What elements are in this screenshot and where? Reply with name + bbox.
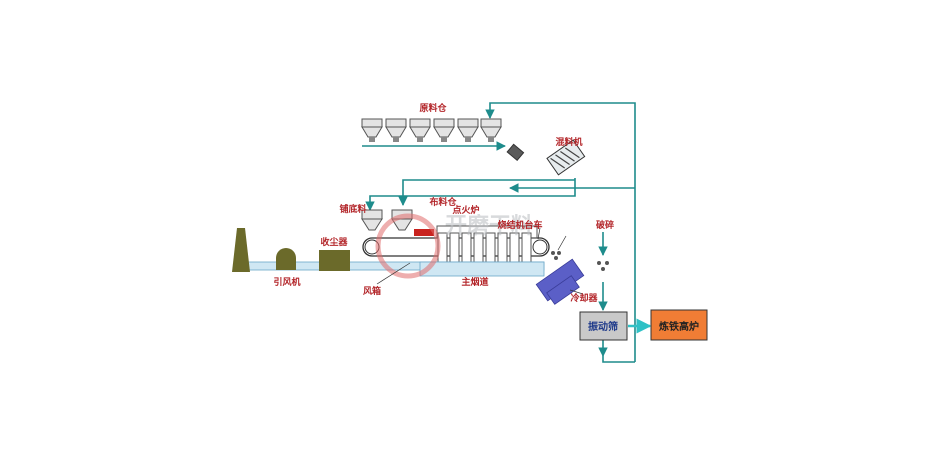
crusher-right-icon [597, 261, 609, 271]
dust-collector [319, 250, 350, 271]
sinter-trolley-label: 烧结机台车 [497, 219, 542, 231]
main-flue-label: 主烟道 [461, 276, 488, 288]
raw-bin-4 [433, 118, 455, 138]
mixer-to-feed [365, 178, 576, 211]
vibrating-screen-box [579, 311, 628, 341]
watermark-text: 开磨干料 [445, 214, 533, 239]
raw-bin-6 [480, 118, 502, 138]
blast-furnace-label: 炼铁高炉 [659, 320, 699, 333]
leader-lines [376, 227, 584, 295]
raw-bin-2 [385, 118, 407, 138]
raw-material-bins [361, 118, 502, 138]
raw-bin-1 [361, 118, 383, 138]
blast-furnace-box [650, 309, 708, 341]
base-material-label: 铺底料 [339, 203, 366, 215]
bottom-return [602, 356, 635, 363]
raw-bin-3 [409, 118, 431, 138]
cooler-label: 冷却器 [570, 292, 598, 304]
bin-outlets [369, 137, 494, 142]
watermark: 开磨干料 [375, 213, 533, 279]
raw-bin-5 [457, 118, 479, 138]
induced-draft-fan [276, 248, 296, 270]
feed-bin-label: 布料仓 [428, 196, 457, 208]
return-line-top [485, 102, 636, 362]
base-material-hopper [361, 209, 383, 231]
mixer-label: 混料机 [555, 136, 582, 148]
mixer-drum [546, 139, 586, 176]
ignition-furnace [414, 229, 434, 236]
crusher-left-icon [551, 251, 561, 260]
raw-bin-label: 原料仓 [419, 102, 447, 114]
crush-label: 破碎 [596, 219, 614, 231]
cooler [535, 258, 585, 305]
transfer-chute [506, 143, 525, 162]
wind-box-label: 风箱 [363, 285, 381, 297]
ignition-label: 点火炉 [452, 204, 479, 216]
chimney-stack [232, 228, 250, 272]
main-duct-lower [419, 261, 545, 277]
vibrating-screen-label: 振动筛 [588, 320, 618, 333]
dust-collector-label: 收尘器 [320, 236, 348, 248]
fan-label: 引风机 [273, 276, 300, 288]
